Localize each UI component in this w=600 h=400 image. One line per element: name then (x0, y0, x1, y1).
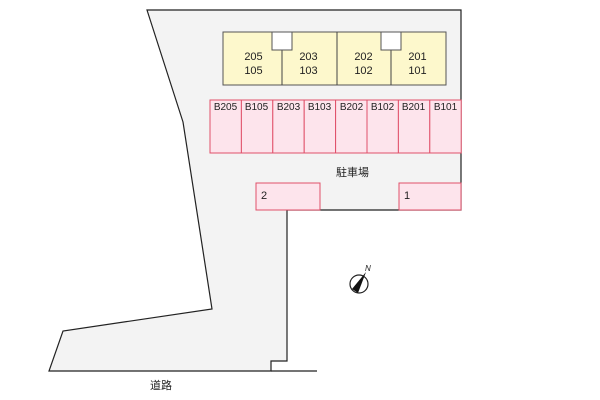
bike-space (209, 99, 242, 154)
compass-icon (349, 272, 369, 294)
bike-space (335, 99, 368, 154)
parking-space-2 (255, 182, 321, 211)
bike-space (397, 99, 431, 154)
parking-label: 駐車場 (336, 167, 369, 179)
parking-space-1-label: 1 (404, 190, 411, 202)
compass-north-label: N (365, 264, 371, 273)
stair-notch (380, 31, 402, 51)
bike-space (366, 99, 399, 154)
bike-space-label: B105 (244, 102, 269, 113)
stair-notch (271, 31, 293, 51)
bike-space-label: B101 (433, 102, 458, 113)
bike-space-label: B205 (213, 102, 238, 113)
bike-space-label: B102 (370, 102, 395, 113)
bike-space (429, 99, 462, 154)
bike-space (240, 99, 274, 154)
bike-space (272, 99, 305, 154)
bike-space-label: B203 (276, 102, 301, 113)
building (222, 31, 447, 86)
parking-space-2-label: 2 (261, 190, 268, 202)
parking-space-1 (398, 182, 462, 211)
road-label: 道路 (150, 380, 172, 392)
bike-parking-row (209, 99, 462, 154)
bike-space-label: B201 (401, 102, 426, 113)
bike-space-label: B202 (339, 102, 364, 113)
bike-space-label: B103 (307, 102, 332, 113)
